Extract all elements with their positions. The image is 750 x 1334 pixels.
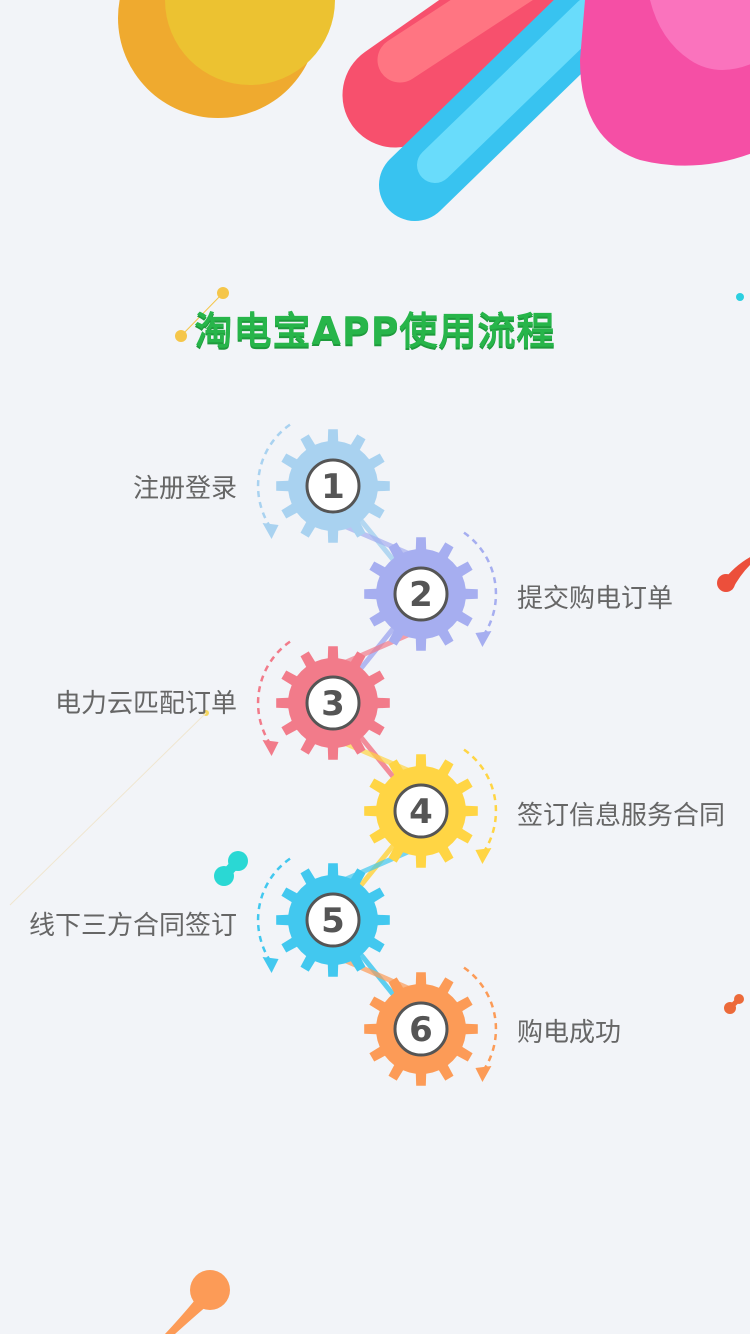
step-1-label: 注册登录: [132, 474, 237, 504]
step-3-gear: 3: [256, 640, 390, 760]
deco-orange-dumbbell: [724, 994, 744, 1014]
step-6-gear: 6: [364, 966, 498, 1086]
deco-teal-dumbbell: [214, 851, 248, 886]
step-number: 2: [409, 575, 433, 615]
step-number-badge: [393, 566, 449, 622]
step-6-label: 购电成功: [517, 1018, 622, 1048]
rotate-arrow-icon: [463, 748, 498, 855]
rotate-arrow-icon: [256, 640, 291, 747]
step-number: 4: [409, 792, 433, 832]
step-number: 1: [321, 467, 345, 507]
deco-blue-capsule: [379, 0, 626, 221]
step-1-gear: 1: [256, 423, 390, 543]
page-title: 淘电宝APP使用流程: [194, 309, 556, 353]
deco-red-capsule: [342, 0, 597, 148]
arrow-head-icon: [475, 848, 492, 865]
arrow-head-icon: [262, 957, 279, 974]
deco-pink-shape: [580, 0, 750, 166]
step-number: 3: [321, 684, 345, 724]
deco-orange-comet-bottom: [165, 1270, 230, 1334]
arrow-head-icon: [262, 523, 279, 540]
step-number: 5: [321, 901, 345, 941]
arrow-head-icon: [475, 631, 492, 648]
rotate-arrow-icon: [256, 857, 291, 964]
step-2-label: 提交购电订单: [517, 584, 674, 614]
step-5-gear: 5: [256, 857, 390, 977]
rotate-arrow-icon: [463, 531, 498, 638]
deco-dot: [717, 574, 735, 592]
step-4-gear: 4: [364, 748, 498, 868]
arrow-head-icon: [262, 740, 279, 757]
step-number-badge: [393, 783, 449, 839]
deco-line: [9, 712, 207, 906]
step-3-label: 电力云匹配订单: [54, 689, 237, 719]
rotate-arrow-icon: [463, 966, 498, 1073]
step-5-label: 线下三方合同签订: [28, 911, 237, 941]
deco-yellow-circle: [165, 0, 335, 85]
step-4-label: 签订信息服务合同: [517, 801, 726, 831]
arrow-head-icon: [475, 1066, 492, 1083]
rotate-arrow-icon: [256, 423, 291, 530]
step-number-badge: [305, 892, 361, 948]
step-2-gear: 2: [364, 531, 498, 651]
deco-dot: [736, 293, 744, 301]
step-number-badge: [305, 675, 361, 731]
step-number: 6: [409, 1010, 433, 1050]
step-number-badge: [305, 458, 361, 514]
deco-line: [180, 292, 224, 337]
step-number-badge: [393, 1001, 449, 1057]
